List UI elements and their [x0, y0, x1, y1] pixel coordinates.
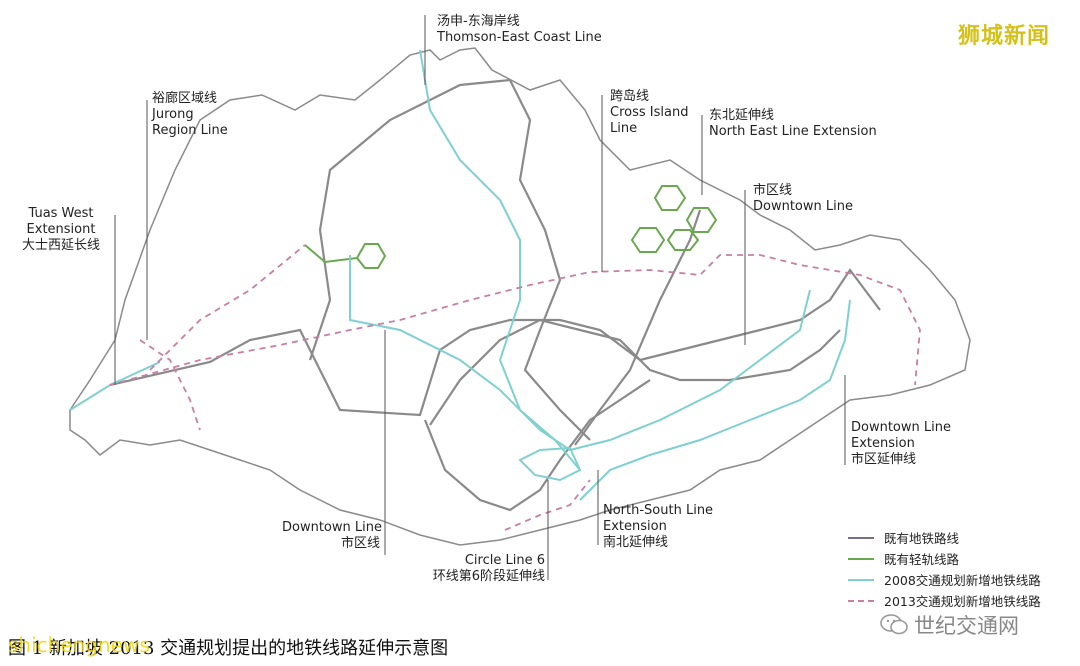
label-line-cn: 市区线 [753, 183, 793, 198]
label-cross-island-line: 跨岛线 Cross Island Line [610, 89, 688, 137]
label-line-en: Extension [603, 519, 667, 534]
label-line-en: Thomson-East Coast Line [437, 30, 602, 45]
label-line-en: Downtown Line [282, 520, 382, 535]
punggol-lrt-a [630, 227, 666, 253]
label-line-en: Downtown Line [753, 199, 853, 214]
label-line-en: Circle Line 6 [464, 553, 545, 568]
legend-label: 2008交通规划新增地铁线路 [884, 573, 1041, 588]
label-line-cn: 南北延伸线 [603, 535, 669, 550]
jurong-region-line [139, 244, 306, 431]
label-line-cn: 裕廊区域线 [152, 91, 218, 106]
label-line-en: Jurong [152, 107, 194, 122]
label-line-en: North East Line Extension [709, 124, 877, 139]
label-line-cn: 市区线 [340, 536, 380, 551]
legend-label: 2013交通规划新增地铁线路 [884, 594, 1041, 609]
label-tuas-west-extension: Tuas West Extensiont 大士西延长线 [22, 206, 100, 254]
label-line-cn: 大士西延长线 [22, 238, 101, 253]
label-line-cn: 跨岛线 [610, 89, 650, 104]
existing-mrt-lines [109, 78, 881, 512]
punggol-lrt-b [666, 229, 700, 251]
label-line-en: Region Line [152, 123, 228, 138]
leader-lines [114, 15, 846, 580]
downtown-ext-2008 [579, 299, 851, 501]
wechat-icon [880, 614, 908, 635]
bukit-panjang-lrt [304, 243, 387, 269]
ns-ew-loop [308, 78, 591, 441]
map-legend: 既有地铁路线 既有轻轨线路 2008交通规划新增地铁线路 2013交通规划新增地… [848, 527, 1068, 611]
label-line-cn: 东北延伸线 [709, 108, 775, 123]
label-downtown-line-bottom: Downtown Line 市区线 [282, 520, 382, 552]
label-line-en: Line [610, 121, 638, 136]
legend-row-existing-lrt: 既有轻轨线路 [848, 548, 1068, 569]
lrt-lines [304, 185, 718, 269]
east-west-line [109, 268, 881, 417]
label-line-en: Extensiont [26, 222, 96, 237]
label-line-en: North-South Line [603, 503, 714, 518]
label-line-cn: 市区延伸线 [851, 452, 917, 467]
label-circle-line-6: Circle Line 6 环线第6阶段延伸线 [420, 553, 545, 585]
label-line-cn: 环线第6阶段延伸线 [432, 569, 545, 584]
legend-row-existing-mrt: 既有地铁路线 [848, 527, 1068, 548]
label-downtown-line-extension: Downtown Line Extension 市区延伸线 [851, 420, 951, 468]
circle-line [423, 379, 651, 512]
thomson-line [419, 49, 581, 471]
legend-swatch [848, 599, 874, 602]
downtown-line-2008 [349, 255, 811, 452]
sengkang-lrt-b [685, 207, 718, 233]
plan-2008-lines [69, 49, 851, 501]
label-north-south-line-extension: North-South Line Extension 南北延伸线 [603, 503, 713, 551]
legend-label: 既有轻轨线路 [884, 552, 960, 567]
label-line-en: Tuas West [28, 206, 94, 221]
plan-2013-lines [109, 244, 921, 531]
legend-label: 既有地铁路线 [884, 531, 960, 546]
wechat-account-name: 世纪交通网 [914, 614, 1019, 638]
label-line-en: Downtown Line [851, 420, 951, 435]
label-thomson-east-coast-line: 汤申-东海岸线 Thomson-East Coast Line [437, 14, 602, 46]
wechat-account-badge: 世纪交通网 [880, 610, 1019, 640]
label-north-east-line-extension: 东北延伸线 North East Line Extension [709, 108, 877, 140]
overlay-watermark: shichengnews [8, 633, 150, 657]
legend-swatch [848, 557, 874, 560]
watermark-logo: 狮城新闻 [958, 24, 1051, 49]
figure-caption: 图 1 新加坡 2013 交通规划提出的地铁线路延伸示意图 [8, 638, 449, 659]
label-line-cn: 汤申-东海岸线 [437, 14, 520, 29]
circle-loop [518, 446, 582, 482]
legend-row-plan-2008: 2008交通规划新增地铁线路 [848, 569, 1068, 590]
label-downtown-line-top: 市区线 Downtown Line [753, 183, 853, 215]
ne-line [574, 209, 702, 446]
legend-swatch [848, 536, 874, 539]
coastline [69, 47, 971, 546]
cross-island-line [109, 254, 921, 386]
legend-row-plan-2013: 2013交通规划新增地铁线路 [848, 590, 1068, 611]
downtown-existing [429, 318, 841, 426]
label-line-en: Extension [851, 436, 915, 451]
legend-swatch [848, 578, 874, 581]
label-line-en: Cross Island [610, 105, 689, 120]
sengkang-lrt-a [653, 185, 687, 211]
label-jurong-region-line: 裕廊区域线 Jurong Region Line [152, 91, 228, 139]
